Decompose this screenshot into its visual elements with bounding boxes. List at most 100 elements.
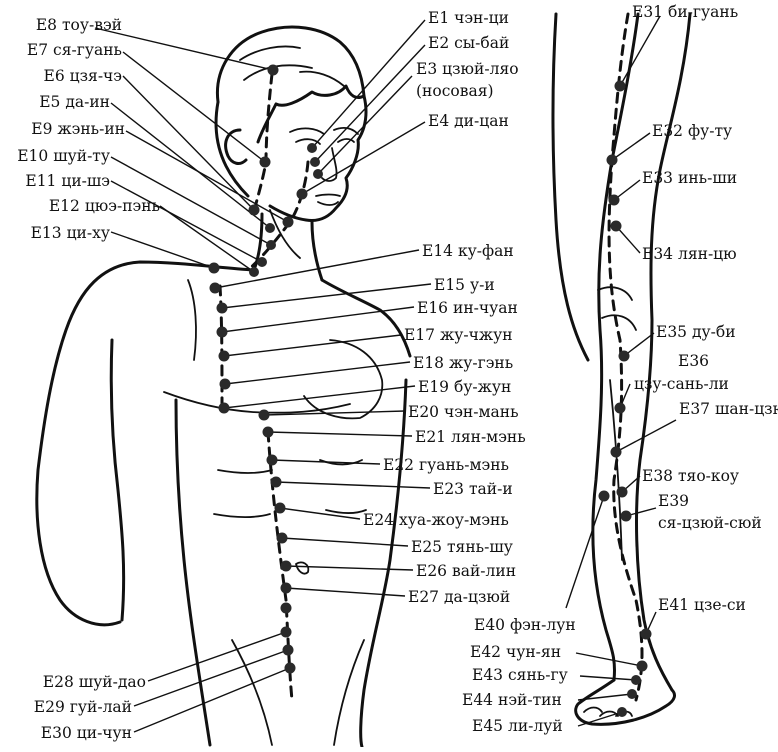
label-e41: E41 цзе-си <box>658 596 746 614</box>
point-e34[interactable] <box>610 220 622 232</box>
right-shoulder <box>320 278 412 358</box>
leader-e23 <box>275 481 431 489</box>
point-e8[interactable] <box>267 64 279 76</box>
label-e32: E32 фу-ту <box>652 122 732 140</box>
label-e17: E17 жу-чжун <box>404 326 513 344</box>
leader-e2 <box>314 44 426 163</box>
neck-right <box>310 220 324 282</box>
knee-lines <box>597 286 637 331</box>
point-e44[interactable] <box>627 689 637 699</box>
leader-e42 <box>575 652 643 667</box>
ear-outline <box>224 128 248 165</box>
point-e30[interactable] <box>284 662 296 674</box>
point-e11[interactable] <box>257 257 267 267</box>
point-e1[interactable] <box>307 143 317 153</box>
point-e45[interactable] <box>617 707 627 717</box>
point-e16[interactable] <box>216 326 228 338</box>
point-e28[interactable] <box>280 626 292 638</box>
point-e10[interactable] <box>266 240 276 250</box>
point-e27[interactable] <box>280 582 292 594</box>
point-e32[interactable] <box>606 154 618 166</box>
point-e18[interactable] <box>219 378 231 390</box>
chest-lower <box>163 391 351 414</box>
label-e39-code: E39 <box>658 492 689 510</box>
face-outline <box>268 94 368 222</box>
label-e40: E40 фэн-лун <box>474 616 576 634</box>
leg-far-outline <box>551 12 590 362</box>
leader-e20 <box>263 410 406 416</box>
point-e42[interactable] <box>636 660 648 672</box>
point-e26[interactable] <box>280 560 292 572</box>
abs-lines <box>213 459 367 518</box>
point-e23[interactable] <box>270 476 282 488</box>
leader-e25 <box>281 537 409 547</box>
point-e41[interactable] <box>640 628 652 640</box>
point-e39[interactable] <box>620 510 632 522</box>
leader-e29 <box>133 649 289 707</box>
point-e2[interactable] <box>310 157 320 167</box>
label-e7: E7 ся-гуань <box>27 41 122 59</box>
point-e31[interactable] <box>614 80 626 92</box>
point-e9[interactable] <box>282 216 294 228</box>
point-e6[interactable] <box>248 204 260 216</box>
point-e20[interactable] <box>258 409 270 421</box>
point-e27b <box>280 602 292 614</box>
leader-e9 <box>125 130 289 223</box>
point-e7[interactable] <box>259 156 271 168</box>
label-e33: E33 инь-ши <box>642 169 737 187</box>
point-e24[interactable] <box>274 502 286 514</box>
point-e13[interactable] <box>208 262 220 274</box>
leader-e8 <box>94 27 274 71</box>
point-e5[interactable] <box>265 223 275 233</box>
point-e33[interactable] <box>608 194 620 206</box>
point-e17[interactable] <box>218 350 230 362</box>
point-e19[interactable] <box>218 402 230 414</box>
point-e38[interactable] <box>616 486 628 498</box>
point-e22[interactable] <box>266 454 278 466</box>
point-e43[interactable] <box>631 675 641 685</box>
label-e12: E12 цюэ-пэнь <box>49 197 160 215</box>
leader-e28 <box>147 631 287 682</box>
leader-e17 <box>223 334 402 357</box>
label-e36-name: цзу-сань-ли <box>634 375 729 393</box>
point-e15[interactable] <box>216 302 228 314</box>
leader-e14 <box>214 249 420 289</box>
point-e35[interactable] <box>618 350 630 362</box>
label-e45: E45 ли-луй <box>472 717 563 735</box>
point-e36[interactable] <box>614 402 626 414</box>
leader-e16 <box>221 306 415 333</box>
point-e37[interactable] <box>610 446 622 458</box>
neck-left <box>252 212 264 272</box>
point-e29[interactable] <box>282 644 294 656</box>
point-e14[interactable] <box>209 282 221 294</box>
label-e18: E18 жу-гэнь <box>413 354 513 372</box>
label-e35: E35 ду-би <box>656 323 736 341</box>
label-e25: E25 тянь-шу <box>411 538 513 556</box>
label-e30: E30 ци-чун <box>41 724 132 742</box>
label-e20: E20 чэн-мань <box>408 403 519 421</box>
point-e21[interactable] <box>262 426 274 438</box>
leader-e45 <box>577 711 623 727</box>
point-e40[interactable] <box>598 490 610 502</box>
eyebrows <box>289 127 359 135</box>
label-e2: E2 сы-бай <box>428 34 509 52</box>
label-e29: E29 гуй-лай <box>34 698 132 716</box>
neck-muscle <box>269 209 301 259</box>
label-e39-name: ся-цзюй-сюй <box>658 514 762 532</box>
point-e12[interactable] <box>249 267 259 277</box>
foot-outline <box>574 678 676 726</box>
leader-e34 <box>615 225 641 254</box>
navel <box>295 561 310 575</box>
point-e25[interactable] <box>276 532 288 544</box>
leader-e35 <box>623 332 655 357</box>
point-e4[interactable] <box>296 188 308 200</box>
label-e24: E24 хуа-жоу-мэнь <box>363 511 509 529</box>
label-e16: E16 ин-чуан <box>417 299 518 317</box>
point-e3[interactable] <box>313 169 323 179</box>
label-e38: E38 тяо-коу <box>642 467 739 485</box>
leader-e18 <box>224 361 411 385</box>
label-e15: E15 у-и <box>434 276 495 294</box>
leader-e4 <box>301 121 426 195</box>
